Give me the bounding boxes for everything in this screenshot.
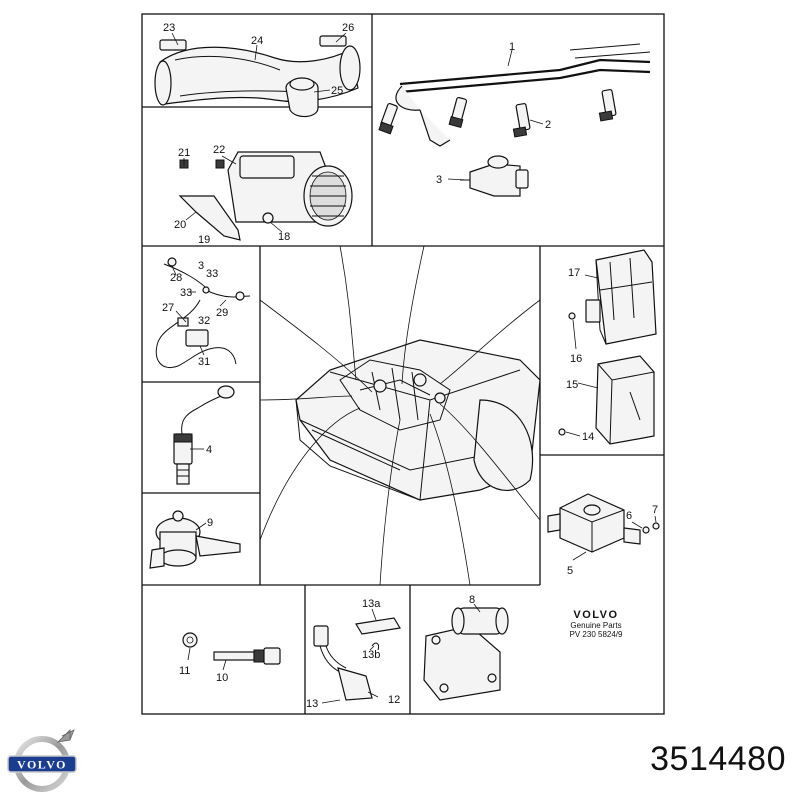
callout-4: 4 — [206, 444, 212, 456]
callout-13: 13 — [306, 698, 318, 710]
callout-18: 18 — [278, 231, 290, 243]
volvo-logo: VOLVO — [7, 729, 77, 792]
callout-21: 21 — [178, 147, 190, 159]
callout-31: 31 — [198, 356, 210, 368]
callout-1: 1 — [509, 41, 515, 53]
callout-labels: 23 24 26 25 21 22 20 18 19 1 2 3 3 28 33… — [162, 22, 658, 710]
callout-28: 28 — [170, 272, 182, 284]
callout-27: 27 — [162, 302, 174, 314]
callout-32: 32 — [198, 315, 210, 327]
air-mass-meter-group — [178, 151, 353, 241]
lambda-sensor-group — [173, 385, 235, 485]
callout-16: 16 — [570, 353, 582, 365]
callout-12: 12 — [388, 694, 400, 706]
callout-5: 5 — [567, 565, 573, 577]
callout-7: 7 — [652, 504, 658, 516]
callout-17: 17 — [568, 267, 580, 279]
air-valve-group — [149, 510, 241, 569]
callout-33-lower: 33 — [180, 287, 192, 299]
part-number: 3514480 — [650, 740, 786, 778]
overview-leader-lines — [259, 245, 541, 586]
callout-3: 3 — [436, 174, 442, 186]
callout-25: 25 — [331, 85, 343, 97]
fuel-rail-group — [378, 43, 651, 197]
callout-26: 26 — [342, 22, 354, 34]
intake-hose-group — [154, 35, 361, 118]
callout-22: 22 — [213, 144, 225, 156]
logo-wordmark: VOLVO — [17, 758, 67, 772]
callout-6: 6 — [626, 510, 632, 522]
callout-10: 10 — [216, 672, 228, 684]
callout-13b: 13b — [362, 649, 380, 661]
callout-9: 9 — [207, 517, 213, 529]
connector-harness-group — [313, 617, 401, 701]
callout-3-small: 3 — [198, 260, 204, 272]
callout-14: 14 — [582, 431, 594, 443]
callout-23: 23 — [163, 22, 175, 34]
genuine-parts-stamp: VOLVO Genuine Parts PV 230 5824/9 — [570, 609, 623, 639]
callout-24: 24 — [251, 35, 263, 47]
temp-sensor-group — [182, 632, 281, 665]
callout-2: 2 — [545, 119, 551, 131]
car-overview — [295, 339, 541, 501]
genuine-parts-line2: PV 230 5824/9 — [570, 630, 623, 639]
callout-20: 20 — [174, 219, 186, 231]
callout-29: 29 — [216, 307, 228, 319]
callout-33-upper: 33 — [206, 268, 218, 280]
callout-15: 15 — [566, 379, 578, 391]
wiring-group — [155, 257, 251, 368]
callout-19: 19 — [198, 234, 210, 246]
callout-13a: 13a — [362, 598, 381, 610]
callout-8: 8 — [469, 594, 475, 606]
genuine-parts-line1: Genuine Parts — [570, 621, 621, 630]
genuine-parts-brand: VOLVO — [573, 609, 618, 621]
control-unit-bracket-group — [558, 249, 657, 445]
relay-group — [547, 493, 660, 553]
fuel-valve-group — [423, 607, 509, 701]
callout-11: 11 — [179, 665, 190, 677]
panel-frames — [141, 13, 665, 715]
